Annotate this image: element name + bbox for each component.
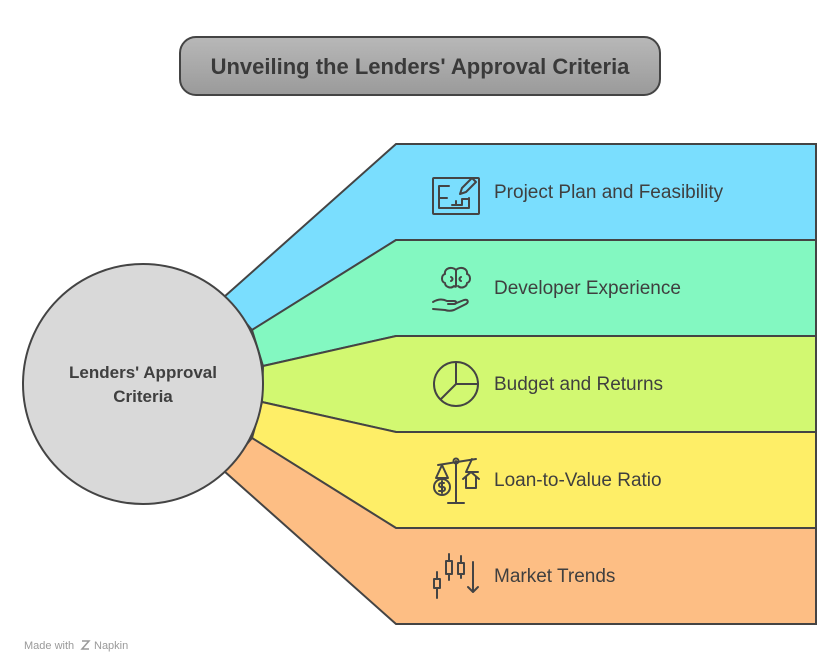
- title-pill: Unveiling the Lenders' Approval Criteria: [179, 36, 661, 96]
- footer-made-with: Made with: [24, 640, 74, 652]
- item-label-market-trends: Market Trends: [494, 566, 615, 587]
- item-label-project-plan: Project Plan and Feasibility: [494, 182, 724, 203]
- balance-scale-icon: [433, 457, 480, 504]
- candlestick-chart-icon: [433, 553, 479, 599]
- footer-watermark: Made with Napkin: [24, 640, 128, 652]
- footer-brand: Napkin: [94, 640, 128, 652]
- center-label-line2: Criteria: [113, 387, 173, 406]
- center-label-line1: Lenders' Approval: [69, 363, 217, 382]
- brain-hand-icon: [432, 266, 471, 312]
- center-circle: Lenders' Approval Criteria: [22, 263, 264, 505]
- title-text: Unveiling the Lenders' Approval Criteria: [211, 54, 631, 79]
- item-label-developer-experience: Developer Experience: [494, 278, 681, 299]
- blueprint-pencil-icon: [432, 177, 480, 215]
- napkin-logo-icon: [80, 640, 91, 650]
- item-label-budget-returns: Budget and Returns: [494, 374, 663, 395]
- item-label-loan-to-value: Loan-to-Value Ratio: [494, 470, 662, 491]
- pie-chart-icon: [433, 361, 479, 407]
